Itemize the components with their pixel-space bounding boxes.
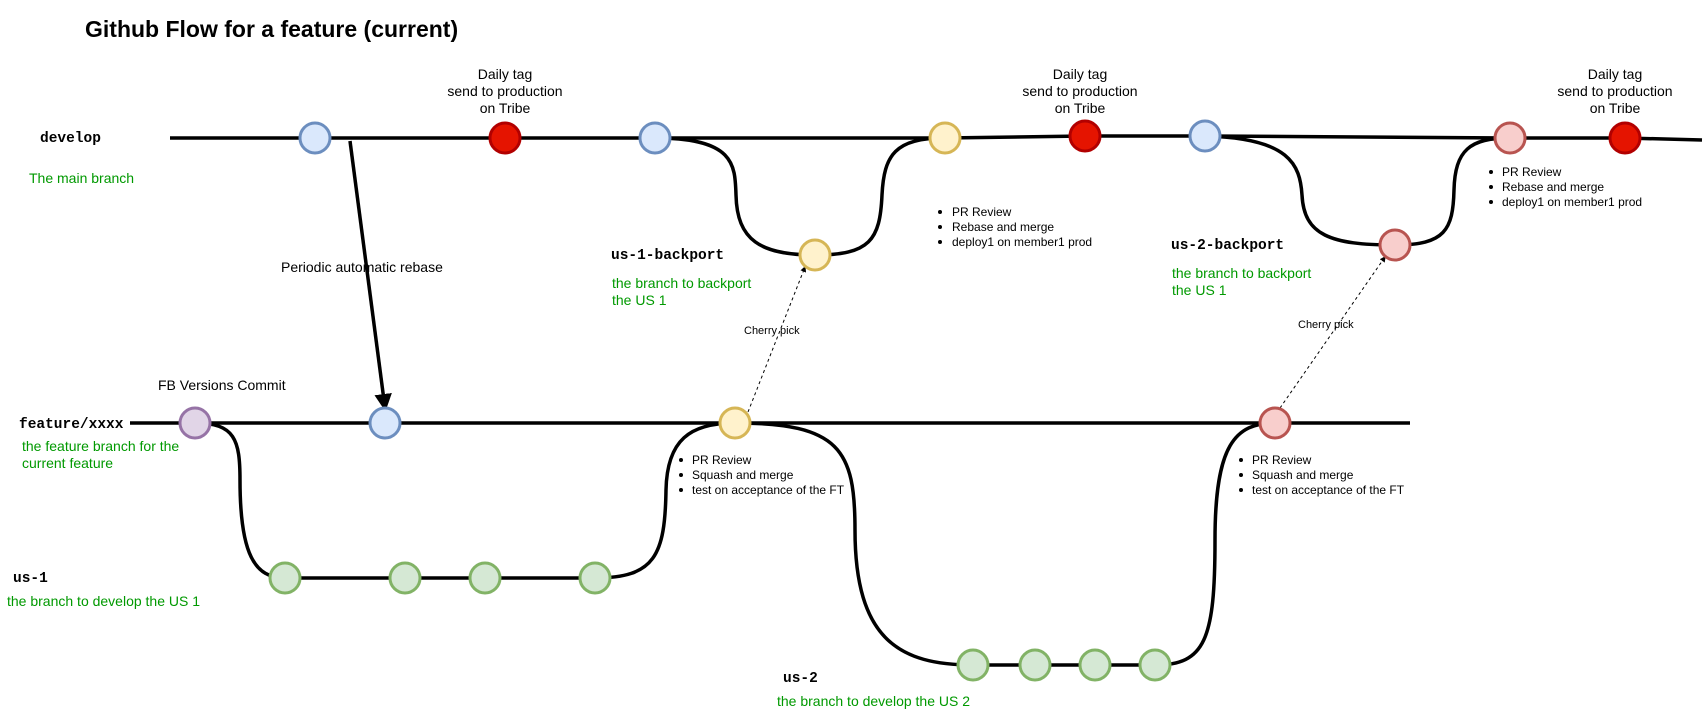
us-2-commit-4[interactable] bbox=[1138, 648, 1172, 682]
us-1-branch-name: us-1 bbox=[13, 571, 48, 587]
periodic-rebase-arrow bbox=[348, 140, 392, 412]
note-item: Squash and merge bbox=[1252, 468, 1354, 482]
develop-commit-1[interactable] bbox=[298, 121, 332, 155]
us-1-backport-description-line-2: the US 1 bbox=[612, 292, 667, 308]
bullet bbox=[1489, 170, 1493, 174]
us-2-commit-1[interactable] bbox=[956, 648, 990, 682]
periodic-rebase-label: Periodic automatic rebase bbox=[281, 259, 443, 275]
feature-description-line-1: the feature branch for the bbox=[22, 438, 179, 454]
cherry-pick-label-1: Cherry pick bbox=[744, 325, 800, 337]
develop-daily-tag-2[interactable] bbox=[1068, 119, 1102, 153]
cherry-pick-label-2: Cherry pick bbox=[1298, 319, 1354, 331]
us-2-backport-description-line-2: the US 1 bbox=[1172, 282, 1227, 298]
daily-tag-1-line-1: Daily tag bbox=[478, 66, 532, 82]
bullet bbox=[938, 210, 942, 214]
note-item: deploy1 on member1 prod bbox=[952, 235, 1092, 249]
feature-merge-commit-us1[interactable] bbox=[718, 406, 752, 440]
develop-commit-2[interactable] bbox=[638, 121, 672, 155]
bullet bbox=[679, 473, 683, 477]
feature-merge-note-1: PR Review Squash and merge test on accep… bbox=[679, 453, 845, 497]
daily-tag-label-2: Daily tag send to production on Tribe bbox=[1022, 66, 1137, 116]
bullet bbox=[1239, 458, 1243, 462]
feature-merge-commit-us2[interactable] bbox=[1258, 406, 1292, 440]
develop-merge-note-2: PR Review Rebase and merge deploy1 on me… bbox=[1489, 165, 1642, 209]
us-1-branch-description: the branch to develop the US 1 bbox=[7, 593, 200, 609]
feature-rebase-commit[interactable] bbox=[368, 406, 402, 440]
us-2-branch-line bbox=[734, 421, 1276, 667]
cherry-pick-arrow-1 bbox=[747, 265, 807, 413]
develop-branch-description: The main branch bbox=[29, 170, 134, 186]
note-item: Rebase and merge bbox=[1502, 180, 1604, 194]
bullet bbox=[1239, 473, 1243, 477]
bullet bbox=[679, 488, 683, 492]
feature-merge-note-2: PR Review Squash and merge test on accep… bbox=[1239, 453, 1405, 497]
daily-tag-3-line-1: Daily tag bbox=[1588, 66, 1642, 82]
note-item: PR Review bbox=[952, 205, 1012, 219]
feature-description-line-2: current feature bbox=[22, 455, 113, 471]
develop-daily-tag-1[interactable] bbox=[488, 121, 522, 155]
daily-tag-label-1: Daily tag send to production on Tribe bbox=[447, 66, 562, 116]
bullet bbox=[679, 458, 683, 462]
daily-tag-2-line-3: on Tribe bbox=[1055, 100, 1106, 116]
note-item: PR Review bbox=[1502, 165, 1562, 179]
bullet bbox=[1239, 488, 1243, 492]
us-2-backport-commit[interactable] bbox=[1378, 228, 1412, 262]
daily-tag-1-line-2: send to production bbox=[447, 83, 562, 99]
daily-tag-2-line-2: send to production bbox=[1022, 83, 1137, 99]
note-item: Squash and merge bbox=[692, 468, 794, 482]
us-1-commit-1[interactable] bbox=[268, 561, 302, 595]
us-1-backport-branch-line bbox=[654, 136, 946, 257]
us-1-backport-description-line-1: the branch to backport bbox=[612, 275, 751, 291]
note-item: test on acceptance of the FT bbox=[692, 483, 845, 497]
us-2-commit-3[interactable] bbox=[1078, 648, 1112, 682]
us-1-backport-commit[interactable] bbox=[798, 238, 832, 272]
bullet bbox=[1489, 200, 1493, 204]
us-1-backport-branch-name: us-1-backport bbox=[611, 248, 724, 264]
bullet bbox=[1489, 185, 1493, 189]
cherry-pick-arrow-2 bbox=[1279, 256, 1386, 409]
us-2-backport-description-line-1: the branch to backport bbox=[1172, 265, 1311, 281]
note-item: PR Review bbox=[692, 453, 752, 467]
us-2-branch-name: us-2 bbox=[783, 671, 818, 687]
daily-tag-label-3: Daily tag send to production on Tribe bbox=[1557, 66, 1672, 116]
daily-tag-3-line-3: on Tribe bbox=[1590, 100, 1641, 116]
us-2-backport-branch-name: us-2-backport bbox=[1171, 238, 1284, 254]
us-1-commit-3[interactable] bbox=[468, 561, 502, 595]
daily-tag-2-line-1: Daily tag bbox=[1053, 66, 1107, 82]
feature-fb-versions-commit[interactable] bbox=[178, 406, 212, 440]
bullet bbox=[938, 225, 942, 229]
daily-tag-1-line-3: on Tribe bbox=[480, 100, 531, 116]
note-item: deploy1 on member1 prod bbox=[1502, 195, 1642, 209]
develop-daily-tag-3[interactable] bbox=[1608, 121, 1642, 155]
note-item: Rebase and merge bbox=[952, 220, 1054, 234]
note-item: test on acceptance of the FT bbox=[1252, 483, 1405, 497]
develop-merge-commit-2[interactable] bbox=[1493, 121, 1527, 155]
diagram-title: Github Flow for a feature (current) bbox=[85, 16, 458, 42]
daily-tag-3-line-2: send to production bbox=[1557, 83, 1672, 99]
us-1-commit-4[interactable] bbox=[578, 561, 612, 595]
bullet bbox=[938, 240, 942, 244]
us-2-branch-description: the branch to develop the US 2 bbox=[777, 693, 970, 709]
us-2-backport-branch-line bbox=[1204, 134, 1511, 247]
fb-versions-commit-label: FB Versions Commit bbox=[158, 377, 286, 393]
develop-merge-commit-1[interactable] bbox=[928, 121, 962, 155]
feature-branch-name: feature/xxxx bbox=[19, 417, 124, 433]
us-1-commit-2[interactable] bbox=[388, 561, 422, 595]
note-item: PR Review bbox=[1252, 453, 1312, 467]
develop-merge-note-1: PR Review Rebase and merge deploy1 on me… bbox=[938, 205, 1092, 249]
develop-branch-name: develop bbox=[40, 131, 101, 147]
develop-commit-3[interactable] bbox=[1188, 119, 1222, 153]
us-2-commit-2[interactable] bbox=[1018, 648, 1052, 682]
us-1-branch-line bbox=[194, 421, 736, 580]
